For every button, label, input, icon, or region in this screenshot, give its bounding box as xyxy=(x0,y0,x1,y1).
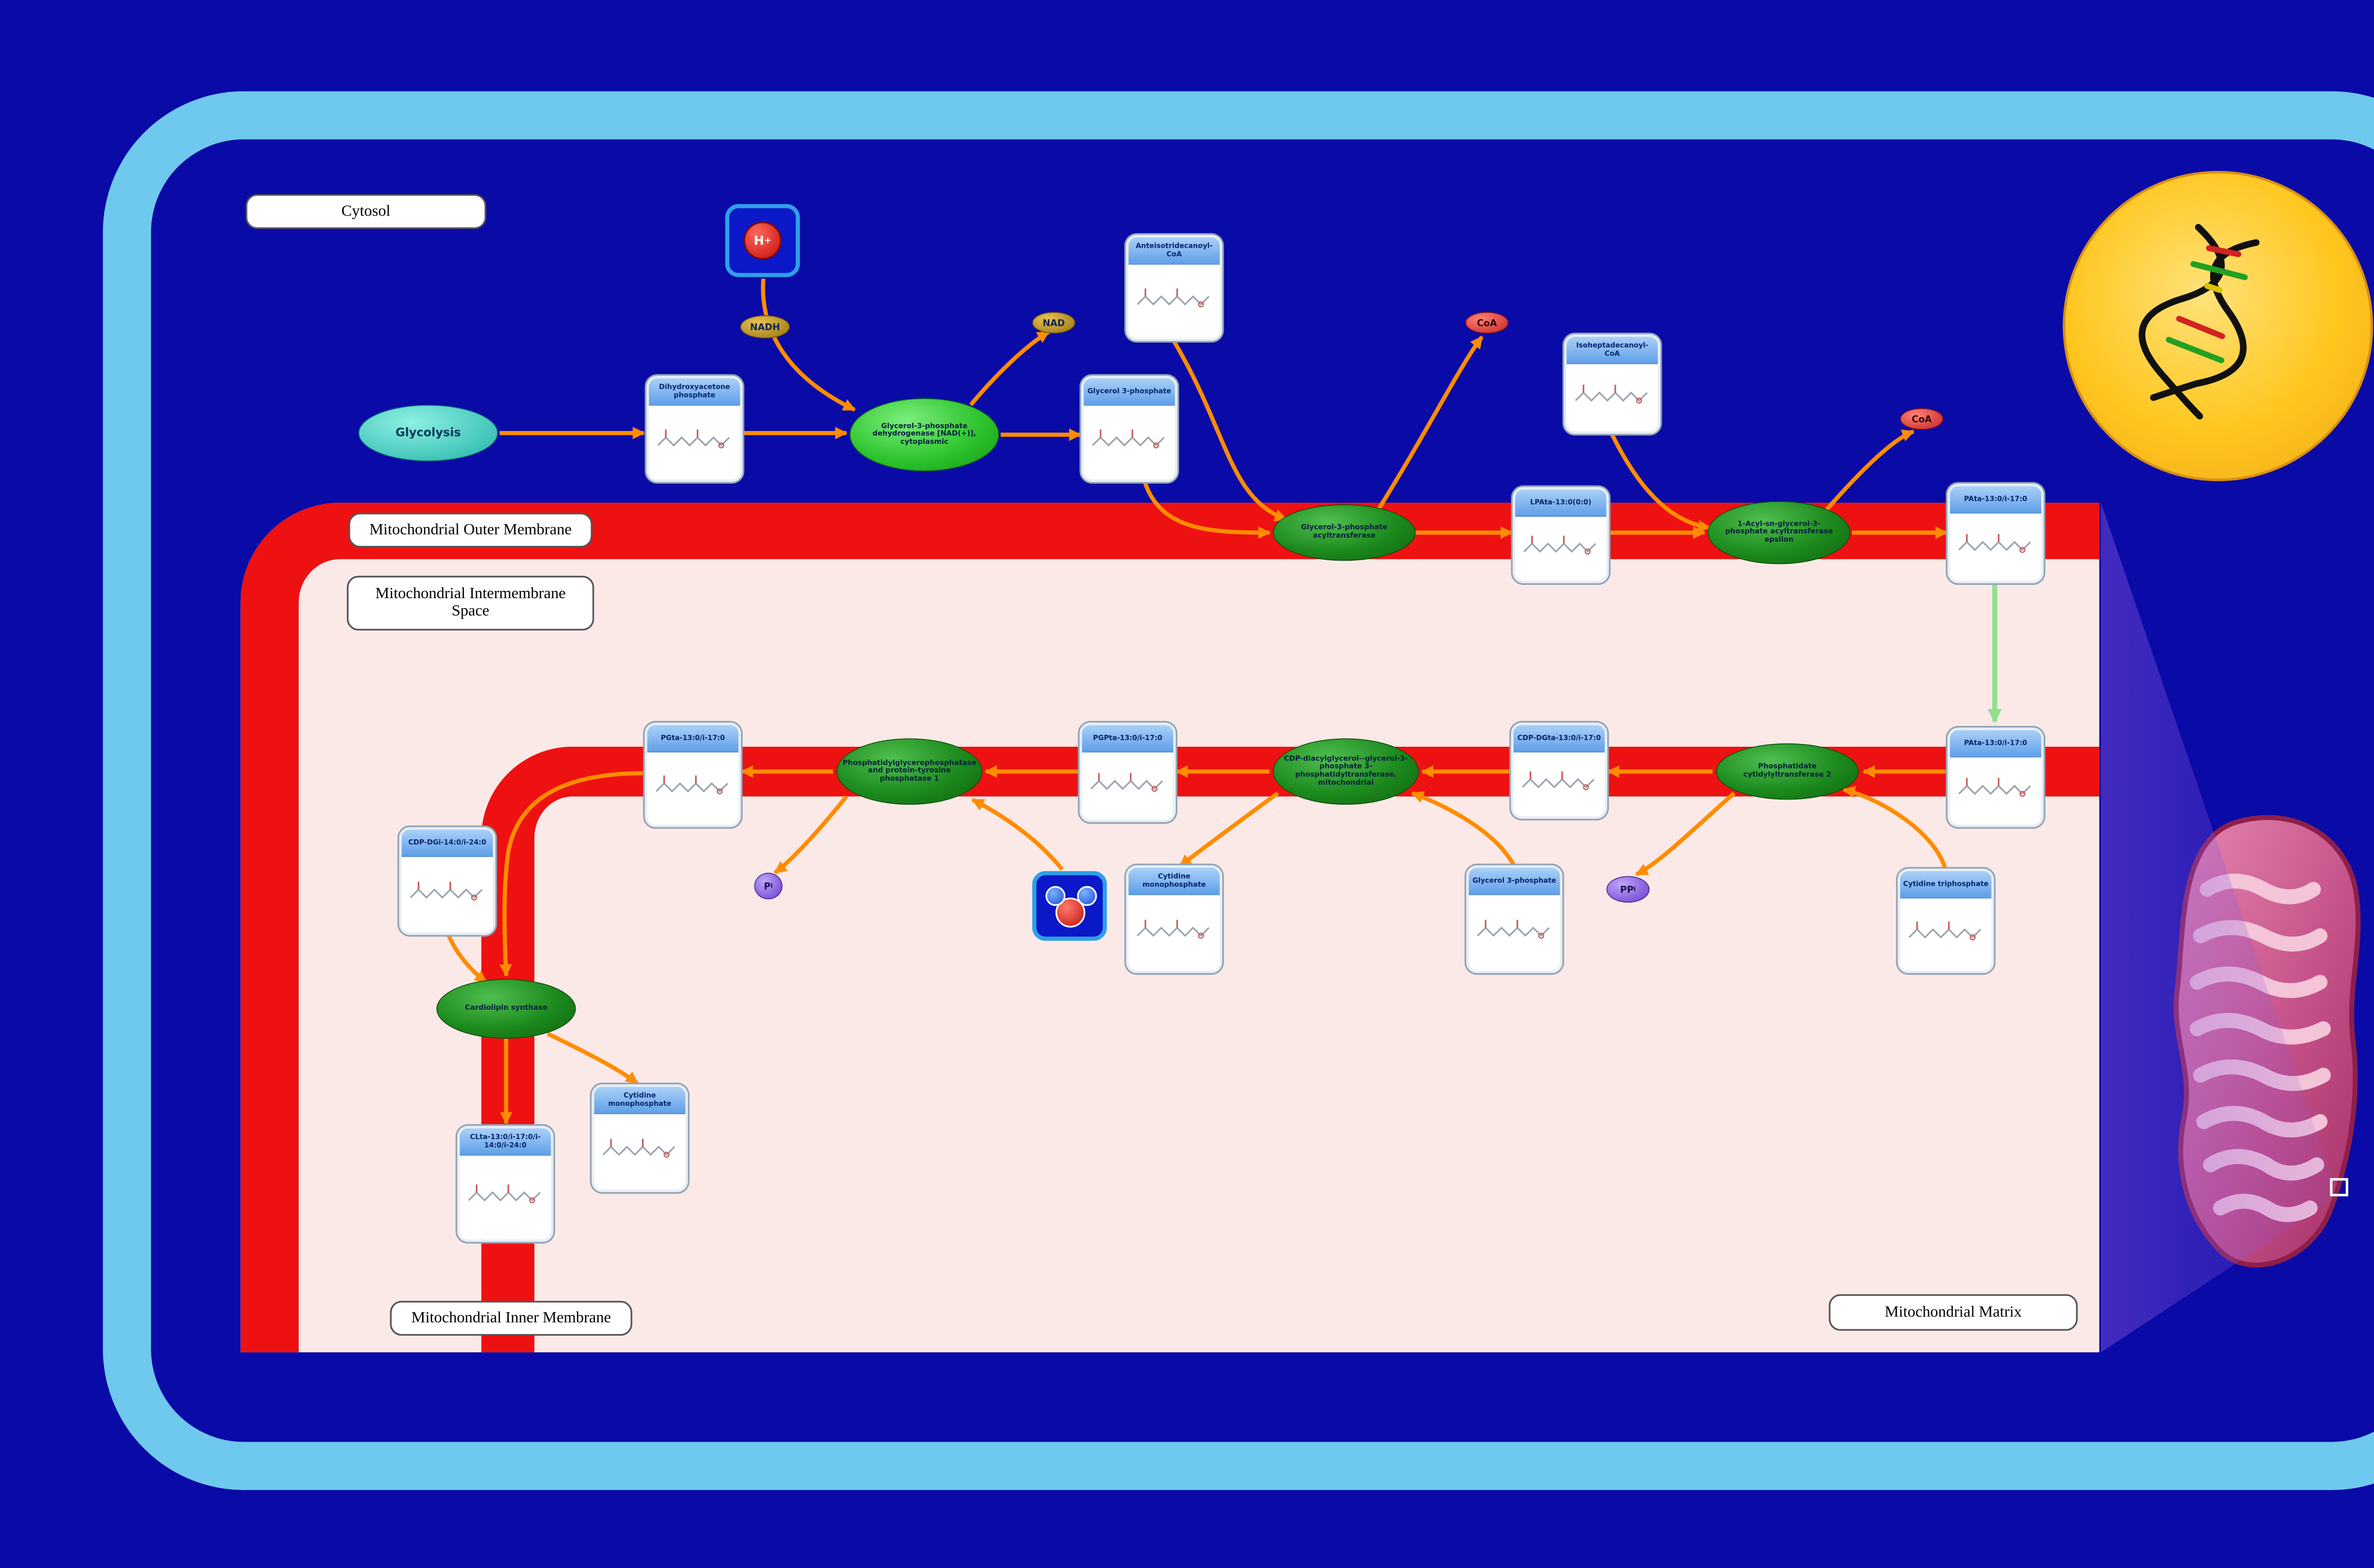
metabolite-glycerol-3-phosphate-cytosol[interactable]: Glycerol 3-phosphate xyxy=(1083,378,1175,480)
enzyme-ptpmt1[interactable]: Phosphatidylglycerophosphatase and prote… xyxy=(836,738,983,805)
enzyme-cardiolipin-synthase[interactable]: Cardiolipin synthase xyxy=(436,979,576,1039)
compartment-label-outer-membrane: Mitochondrial Outer Membrane xyxy=(348,513,593,548)
metabolite-pa-inner[interactable]: PAta-13:0/i-17:0 xyxy=(1950,730,2042,825)
metabolite-cmp-2[interactable]: Cytidine monophosphate xyxy=(594,1087,686,1190)
node-coa-1[interactable]: CoA xyxy=(1465,312,1509,334)
metabolite-anteisotridecanoyl-coa[interactable]: Anteisotridecanoyl-CoA xyxy=(1128,237,1220,339)
chemical-structure xyxy=(594,1114,686,1190)
metabolite-glycerol-3-phosphate-matrix[interactable]: Glycerol 3-phosphate xyxy=(1469,867,1560,971)
water-molecule-icon xyxy=(1044,884,1097,928)
chemical-structure xyxy=(1513,752,1605,817)
metabolite-cmp-1[interactable]: Cytidine monophosphate xyxy=(1128,867,1220,971)
chemical-structure xyxy=(1469,895,1560,971)
node-water[interactable] xyxy=(1032,871,1107,941)
metabolite-cardiolipin[interactable]: CLta-13:0/i-17:0/i-14:0/i-24:0 xyxy=(460,1128,551,1239)
chemical-structure xyxy=(460,1155,551,1239)
metabolite-pg[interactable]: PGta-13:0/i-17:0 xyxy=(647,725,739,825)
proton-icon: H+ xyxy=(743,221,782,260)
enzyme-gpat[interactable]: Glycerol-3-phosphate acyltransferase xyxy=(1272,504,1416,561)
compartment-label-matrix: Mitochondrial Matrix xyxy=(1828,1294,2078,1331)
node-nad[interactable]: NAD xyxy=(1032,312,1075,334)
chemical-structure xyxy=(401,857,493,933)
metabolite-lpa[interactable]: LPAta-13:0(0:0) xyxy=(1515,489,1607,581)
chemical-structure xyxy=(1950,757,2042,825)
compartment-label-inner-membrane: Mitochondrial Inner Membrane xyxy=(390,1301,632,1336)
node-coa-2[interactable]: CoA xyxy=(1900,408,1943,430)
mitochondrion-illustration xyxy=(2157,810,2374,1281)
metabolite-cdp-dg-ta[interactable]: CDP-DGta-13:0/i-17:0 xyxy=(1513,725,1605,817)
compartment-label-intermembrane-space: Mitochondrial Intermembrane Space xyxy=(347,575,594,631)
enzyme-cds2[interactable]: Phosphatidate cytidylyltransferase 2 xyxy=(1716,743,1859,800)
chemical-structure xyxy=(1566,364,1658,432)
nucleus xyxy=(2063,171,2374,481)
node-h-plus[interactable]: H+ xyxy=(725,204,800,277)
node-glycolysis[interactable]: Glycolysis xyxy=(358,404,498,461)
chemical-structure xyxy=(1128,895,1220,971)
metabolite-cdp-dg-i[interactable]: CDP-DGi-14:0/i-24:0 xyxy=(401,829,493,933)
chemical-structure xyxy=(1900,898,1992,971)
compartment-label-cytosol: Cytosol xyxy=(245,194,487,229)
chemical-structure xyxy=(1950,513,2042,581)
chemical-structure xyxy=(1083,405,1175,480)
dna-icon xyxy=(2138,224,2260,420)
chemical-structure xyxy=(1515,516,1607,581)
metabolite-pa-outer[interactable]: PAta-13:0/i-17:0 xyxy=(1950,486,2042,581)
enzyme-agpat-epsilon[interactable]: 1-Acyl-sn-glycerol-3-phosphate acyltrans… xyxy=(1707,501,1851,564)
cell-boundary xyxy=(103,91,2374,1490)
chemical-structure xyxy=(1082,752,1174,820)
metabolite-pgp[interactable]: PGPta-13:0/i-17:0 xyxy=(1082,725,1174,820)
enzyme-gpd1[interactable]: Glycerol-3-phosphate dehydrogenase [NAD(… xyxy=(849,398,999,471)
zoom-region-marker xyxy=(2330,1178,2348,1197)
metabolite-isoheptadecanoyl-coa[interactable]: Isoheptadecanoyl-CoA xyxy=(1566,337,1658,432)
chemical-structure xyxy=(647,752,739,825)
metabolite-ctp[interactable]: Cytidine triphosphate xyxy=(1900,871,1992,971)
chemical-structure xyxy=(649,405,740,480)
node-nadh[interactable]: NADH xyxy=(740,315,790,339)
enzyme-pgs1[interactable]: CDP-diacylglycerol--glycerol-3-phosphate… xyxy=(1272,738,1419,805)
metabolite-dihydroxyacetone-phosphate[interactable]: Dihydroxyacetone phosphate xyxy=(649,378,740,480)
chemical-structure xyxy=(1128,264,1220,339)
